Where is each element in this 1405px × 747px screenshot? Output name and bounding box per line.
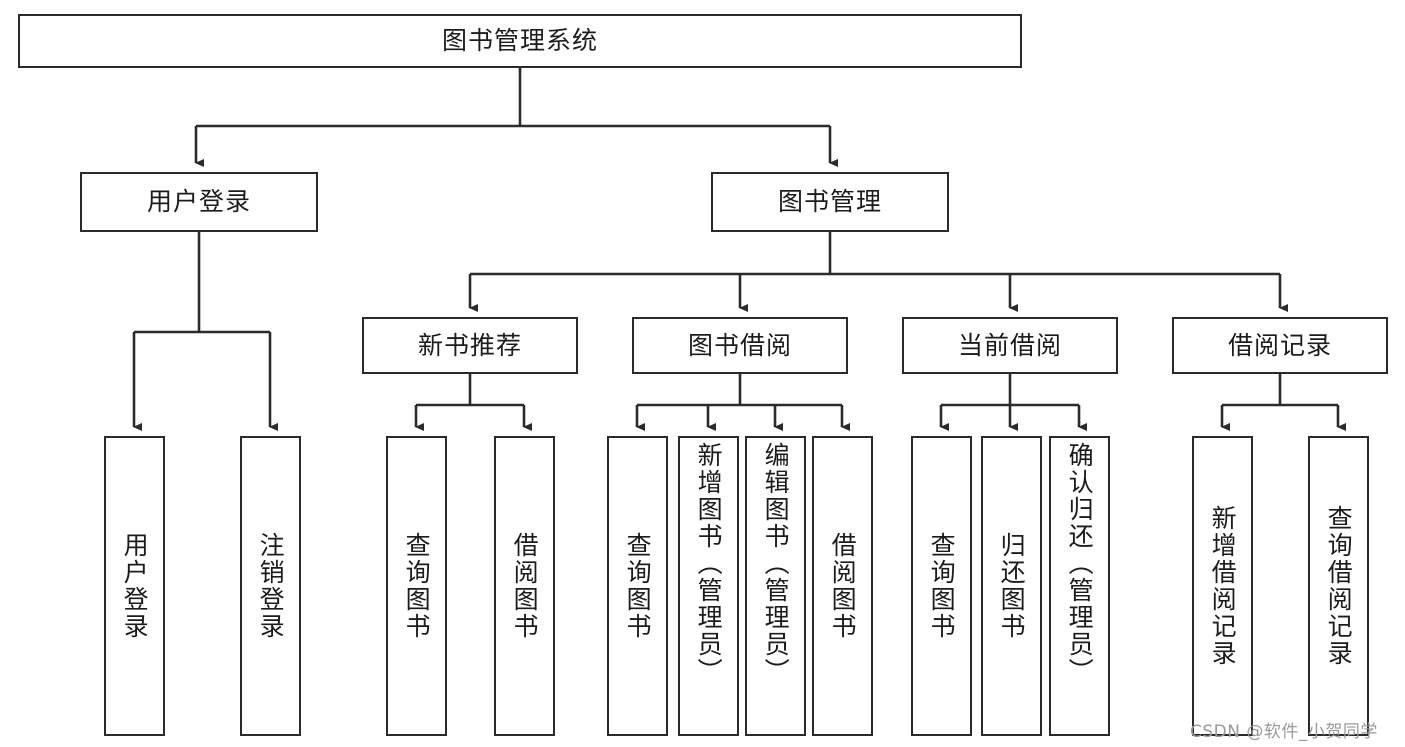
node-label: 借阅图书: [510, 532, 540, 640]
leaf-user-login-login[interactable]: 用户登录: [104, 436, 165, 736]
node-borrow-record[interactable]: 借阅记录: [1172, 317, 1388, 374]
node-label: 查询借阅记录: [1324, 505, 1354, 667]
node-label: 确认归还（管理员）: [1065, 442, 1095, 685]
node-root-book-management-system[interactable]: 图书管理系统: [18, 14, 1022, 68]
leaf-book-borrow-query-book[interactable]: 查询图书: [607, 436, 668, 736]
leaf-book-borrow-borrow-book[interactable]: 借阅图书: [812, 436, 873, 736]
leaf-current-borrow-confirm-return-admin[interactable]: 确认归还（管理员）: [1049, 436, 1110, 736]
node-label: 新书推荐: [417, 330, 522, 360]
node-label: 用户登录: [146, 187, 251, 217]
node-label: 归还图书: [997, 532, 1027, 640]
node-label: 新增图书（管理员）: [694, 442, 724, 685]
leaf-new-book-query-book[interactable]: 查询图书: [386, 436, 447, 736]
node-book-borrow[interactable]: 图书借阅: [632, 317, 848, 374]
node-new-book-recommend[interactable]: 新书推荐: [362, 317, 578, 374]
leaf-current-borrow-query-book[interactable]: 查询图书: [911, 436, 972, 736]
node-label: 借阅图书: [828, 532, 858, 640]
node-label: 图书管理系统: [441, 26, 598, 56]
node-label: 图书借阅: [687, 330, 792, 360]
node-label: 查询图书: [623, 532, 653, 640]
leaf-borrow-record-add-record[interactable]: 新增借阅记录: [1192, 436, 1253, 736]
leaf-borrow-record-query-record[interactable]: 查询借阅记录: [1308, 436, 1369, 736]
node-label: 图书管理: [777, 187, 882, 217]
node-label: 查询图书: [927, 532, 957, 640]
leaf-current-borrow-return-book[interactable]: 归还图书: [981, 436, 1042, 736]
node-label: 用户登录: [120, 532, 150, 640]
node-label: 当前借阅: [957, 330, 1062, 360]
node-label: 注销登录: [256, 532, 286, 640]
node-label: 查询图书: [402, 532, 432, 640]
node-book-management[interactable]: 图书管理: [711, 172, 949, 232]
leaf-book-borrow-edit-book-admin[interactable]: 编辑图书（管理员）: [745, 436, 806, 736]
leaf-new-book-borrow-book[interactable]: 借阅图书: [494, 436, 555, 736]
node-user-login[interactable]: 用户登录: [80, 172, 318, 232]
node-label: 新增借阅记录: [1208, 505, 1238, 667]
csdn-watermark: CSDN @软件_小贺同学: [1190, 722, 1378, 742]
leaf-book-borrow-add-book-admin[interactable]: 新增图书（管理员）: [678, 436, 739, 736]
node-label: 借阅记录: [1227, 330, 1332, 360]
leaf-user-login-logout[interactable]: 注销登录: [240, 436, 301, 736]
node-label: 编辑图书（管理员）: [761, 442, 791, 685]
node-current-borrow[interactable]: 当前借阅: [902, 317, 1118, 374]
